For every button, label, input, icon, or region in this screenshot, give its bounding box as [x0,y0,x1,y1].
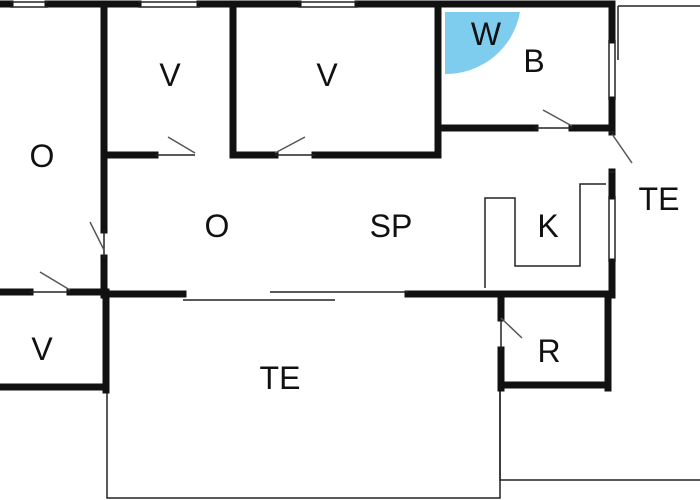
label-bathroom: B [523,43,544,79]
thin-lines [10,1,616,350]
door-swings [39,109,633,339]
door-bathroom [542,109,573,127]
label-terrace-right: TE [639,181,680,217]
terrace-bottom-outline [106,390,501,499]
label-washer: W [471,16,502,52]
terrace-outlines [106,5,700,499]
label-dining: SP [370,208,413,244]
door-left-room [89,221,105,251]
door-entry [611,133,633,164]
door-bedroom3 [39,271,71,291]
label-bedroom-3: V [31,331,53,367]
label-bedroom-1: V [159,57,181,93]
door-storage [500,317,523,339]
label-left-room: O [30,138,55,174]
door-bedroom1 [167,136,196,154]
door-bedroom2 [274,136,306,154]
walls [0,0,616,394]
label-terrace-bottom: TE [260,360,301,396]
label-storage: R [537,333,560,369]
label-bedroom-2: V [316,57,338,93]
kitchen-counter [484,183,606,288]
label-kitchen: K [537,208,558,244]
label-living-room: O [205,208,230,244]
washer-icon [445,12,520,75]
